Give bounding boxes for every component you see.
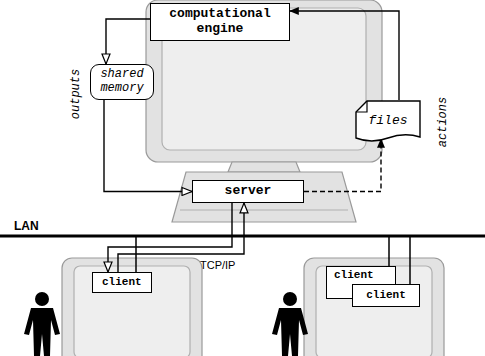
client-computer xyxy=(62,258,202,356)
connector-arrow xyxy=(290,11,399,100)
engine-box: computational engine xyxy=(150,3,290,41)
host-computer xyxy=(146,0,382,222)
lan-wire xyxy=(409,236,411,284)
node-text: server xyxy=(205,184,291,199)
lan-bus xyxy=(0,235,485,238)
node-text: client xyxy=(334,269,388,282)
client-box: client xyxy=(92,272,152,293)
flow-label: actions xyxy=(436,97,450,147)
node-text: client xyxy=(102,276,142,289)
user-figure xyxy=(272,292,308,356)
connector-arrow xyxy=(106,19,150,64)
client-computer xyxy=(304,258,444,356)
user-figure xyxy=(24,292,60,356)
network-label: LAN xyxy=(14,219,39,233)
node-text: client xyxy=(363,289,409,302)
file-document: files xyxy=(355,100,421,142)
connector-arrow xyxy=(304,139,381,191)
node-text: computational engine xyxy=(163,7,277,37)
node-text: shared memory xyxy=(97,68,147,96)
node-text: files xyxy=(368,114,407,129)
connector-arrow xyxy=(118,203,244,272)
document-shape xyxy=(356,101,420,141)
protocol-label: TCP/IP xyxy=(200,259,235,271)
lan-wire xyxy=(388,236,390,266)
connector-arrow xyxy=(104,100,192,192)
client-box: client xyxy=(352,284,420,307)
memory-box: shared memory xyxy=(90,64,154,100)
document-fold xyxy=(356,101,367,112)
server-box: server xyxy=(192,180,304,203)
flow-label: outputs xyxy=(69,69,83,119)
